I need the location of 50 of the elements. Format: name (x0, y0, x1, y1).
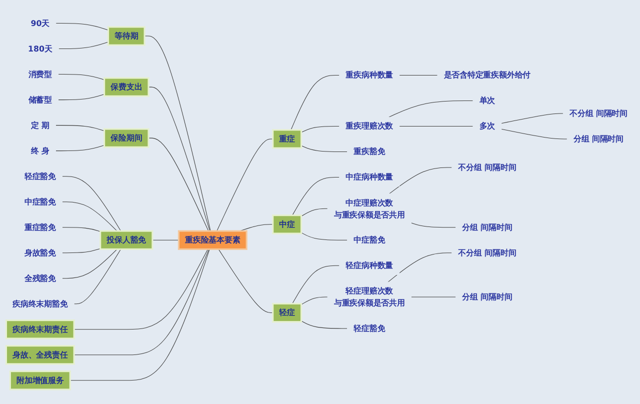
connector (74, 249, 210, 356)
connector (58, 74, 105, 80)
connector (388, 100, 474, 118)
connector (292, 266, 340, 304)
connector (240, 224, 274, 232)
connector (62, 227, 101, 232)
connector (55, 125, 105, 132)
connector (144, 36, 211, 232)
node-box (100, 230, 154, 250)
node-box (272, 214, 302, 234)
connector (148, 138, 209, 232)
connector (62, 249, 118, 279)
node-box (5, 345, 75, 365)
connector (58, 42, 109, 50)
connector (74, 249, 208, 330)
connector (301, 296, 328, 305)
connector (301, 126, 340, 133)
connector (501, 113, 564, 124)
connector (70, 249, 210, 381)
connector (301, 320, 348, 329)
connector (501, 129, 568, 140)
connector (56, 23, 109, 31)
node-box (107, 26, 146, 46)
connector (62, 176, 122, 232)
node-box (178, 230, 248, 250)
connector (410, 222, 456, 228)
node-box (104, 128, 150, 148)
connector (74, 249, 122, 304)
connector (290, 75, 340, 130)
connector (55, 145, 105, 152)
node-box (272, 303, 302, 323)
connector (301, 146, 348, 152)
connector (301, 208, 328, 217)
connector (399, 75, 438, 76)
node-box (9, 370, 71, 390)
connector (218, 249, 274, 314)
connector (216, 138, 274, 232)
connector (388, 252, 452, 282)
node-box (272, 129, 302, 149)
connector (58, 94, 105, 100)
connector (62, 202, 118, 232)
connector (389, 167, 452, 194)
connector (292, 177, 340, 216)
node-box (104, 77, 150, 98)
node-box (5, 320, 75, 340)
connector (148, 86, 210, 232)
connector (62, 248, 101, 254)
connector (399, 126, 474, 127)
connector (152, 240, 179, 241)
connector (301, 232, 348, 241)
